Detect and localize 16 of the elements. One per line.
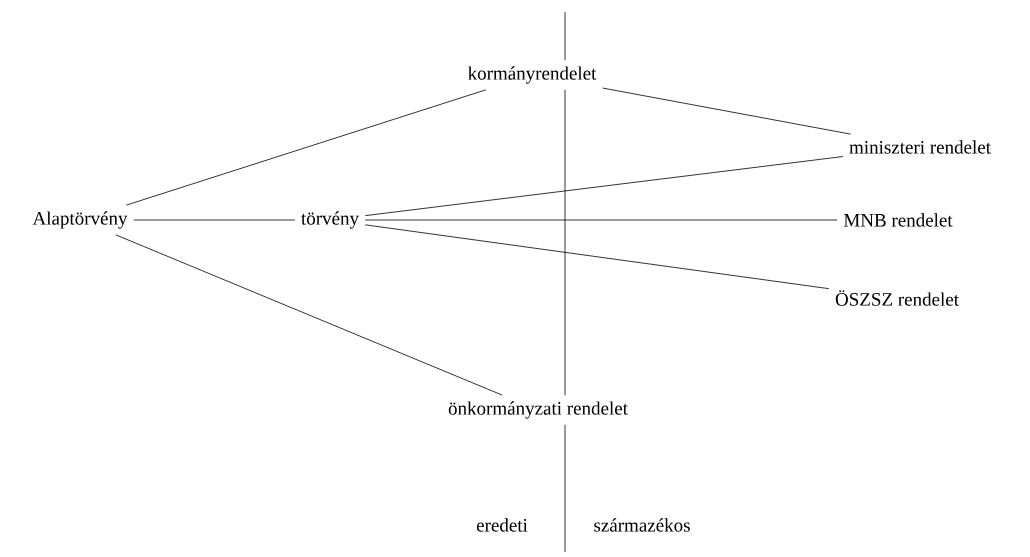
connector-line <box>364 219 838 221</box>
term-label: Alaptörvény <box>26 205 134 235</box>
term-label: miniszteri rendelet <box>843 134 997 160</box>
term-label: törvény <box>295 205 366 235</box>
connector-line <box>115 234 503 396</box>
term-label: kormányrendelet <box>461 60 603 90</box>
connector-line <box>133 219 296 221</box>
term-label: önkormányzati rendelet <box>442 395 634 425</box>
term-label: ÖSZSZ rendelet <box>829 284 965 312</box>
column-label: származékos <box>589 514 695 536</box>
connector-line <box>364 224 830 290</box>
term-label: MNB rendelet <box>837 207 959 233</box>
connector-line <box>364 156 844 217</box>
column-label: eredeti <box>472 514 532 536</box>
connector-line <box>125 89 487 206</box>
connector-line <box>602 87 851 135</box>
